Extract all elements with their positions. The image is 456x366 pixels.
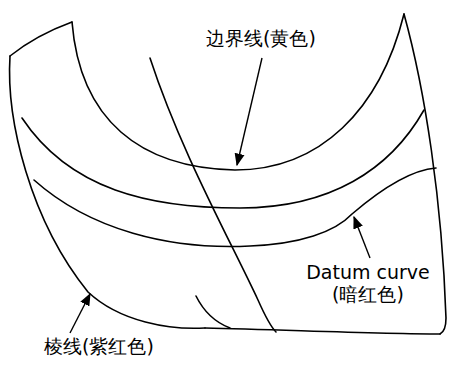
section-curve <box>22 110 424 208</box>
leader-arrow <box>354 217 370 258</box>
leader-lines <box>70 58 370 333</box>
callout-label: Datum curve (暗红色) <box>300 262 436 306</box>
right-edge <box>404 14 446 334</box>
left-edge <box>10 56 205 328</box>
top-edge <box>10 22 72 56</box>
bottom-edge <box>205 328 440 334</box>
boundary-curve <box>72 14 404 170</box>
callout-label: 棱线(紫红色) <box>14 336 184 358</box>
surface-lines <box>10 14 446 334</box>
leader-arrow <box>237 58 262 165</box>
datum-curve <box>34 168 436 246</box>
leader-arrow <box>70 294 90 333</box>
fillet-curve <box>196 296 230 328</box>
ridge-line <box>150 58 276 332</box>
callout-label: 边界线(黄色) <box>176 28 346 50</box>
